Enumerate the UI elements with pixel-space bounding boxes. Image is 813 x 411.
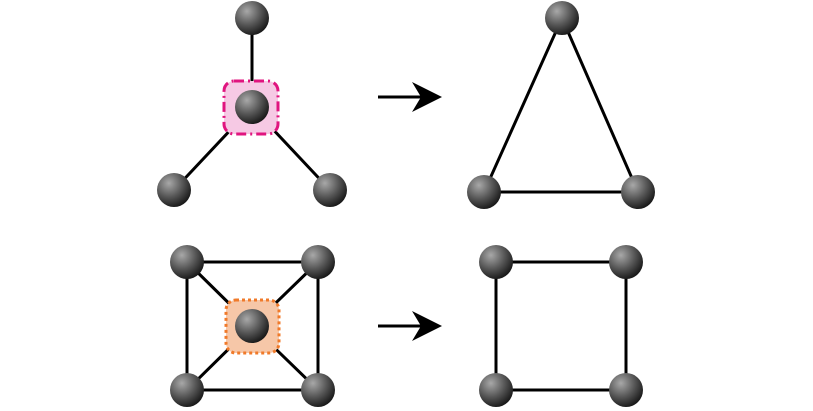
node-top-left: [479, 245, 513, 279]
node-top: [235, 1, 269, 35]
row-star-to-triangle: [157, 1, 655, 209]
wheel-graph: [170, 245, 335, 407]
node-bottom-right: [301, 373, 335, 407]
node-bottom-left: [479, 373, 513, 407]
node-bottom-left: [170, 373, 204, 407]
node-top-left: [170, 245, 204, 279]
star-graph: [157, 1, 347, 207]
edge-top-bottom-right: [560, 16, 640, 194]
edge-top-bottom-left: [482, 16, 564, 194]
row-wheel-to-square: [170, 245, 643, 407]
square-graph: [479, 245, 643, 407]
node-center: [235, 309, 269, 343]
node-bottom-right: [609, 373, 643, 407]
node-top-right: [609, 245, 643, 279]
node-center: [235, 90, 269, 124]
node-bottom-right: [621, 175, 655, 209]
node-bottom-right: [313, 173, 347, 207]
node-top: [545, 1, 579, 35]
node-bottom-left: [467, 175, 501, 209]
node-bottom-left: [157, 173, 191, 207]
triangle-graph: [467, 1, 655, 209]
node-top-right: [301, 245, 335, 279]
